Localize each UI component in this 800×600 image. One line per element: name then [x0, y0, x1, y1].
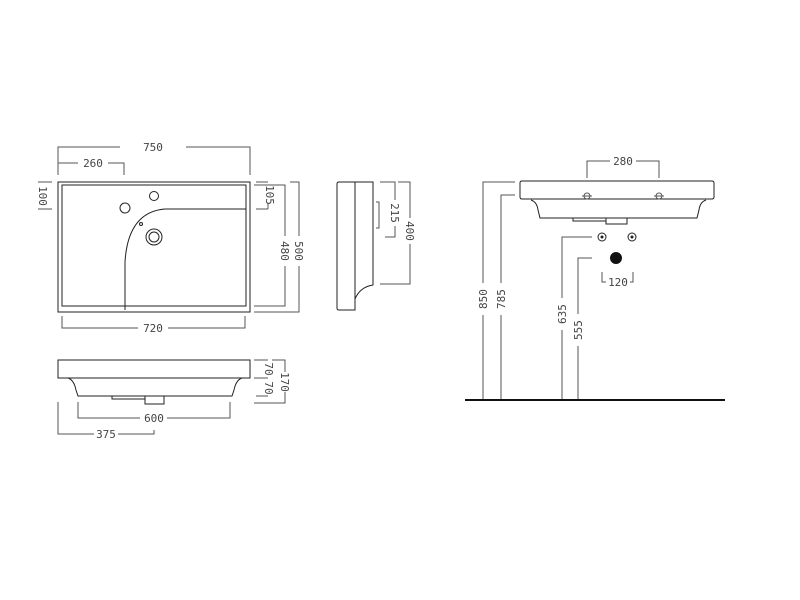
dim-480: 480: [278, 241, 291, 261]
side-profile: [336, 181, 374, 311]
top-view: 750 260 100 105 480 500 720: [36, 141, 305, 335]
front-bowl: [67, 377, 243, 397]
dim-400-line: [380, 181, 411, 285]
tap-marker: [654, 192, 664, 200]
dim-260-line: [58, 162, 125, 175]
dim-105-line: [256, 181, 269, 210]
dim-850-line: [482, 181, 515, 399]
dim-720-line: [61, 316, 246, 329]
front-slab: [57, 359, 251, 379]
side-view: 215 400: [336, 181, 416, 311]
basin-inner-rim: [61, 184, 247, 307]
dim-215: 215: [388, 203, 401, 223]
dim-750-line: [57, 146, 251, 175]
front-view: 70 70 170 600 375: [57, 359, 291, 441]
dim-120: 120: [608, 276, 628, 289]
basin-outline: [57, 181, 251, 313]
waste-outlet: [376, 201, 380, 229]
dim-280-line: [586, 160, 660, 178]
dim-600: 600: [144, 412, 164, 425]
dim-850: 850: [477, 289, 490, 309]
basin-drain-elevation: [572, 218, 628, 225]
dim-720: 720: [143, 322, 163, 335]
dim-70-slab: 70: [262, 362, 275, 375]
dim-750: 750: [143, 141, 163, 154]
dim-215-line: [380, 181, 396, 238]
supply-valve: [597, 232, 607, 242]
bowl-outline: [124, 208, 246, 310]
drain-inner: [148, 231, 160, 243]
dim-480-line: [254, 184, 286, 307]
front-drain: [111, 396, 165, 405]
dim-70-bowl: 70: [262, 381, 275, 394]
dim-260: 260: [83, 157, 103, 170]
dim-375: 375: [96, 428, 116, 441]
dim-635-line: [561, 236, 592, 399]
dim-555: 555: [572, 320, 585, 340]
dim-280: 280: [613, 155, 633, 168]
dim-170: 170: [278, 372, 291, 392]
dim-600-line: [77, 402, 231, 419]
dim-120-line: [601, 272, 634, 283]
dim-555-line: [577, 257, 592, 399]
drain-outer: [145, 228, 163, 246]
dim-105: 105: [263, 185, 276, 205]
dim-500: 500: [292, 241, 305, 261]
tap-hole: [149, 191, 159, 201]
dim-375-line: [57, 402, 155, 435]
dim-70-lines: [254, 359, 268, 397]
installation-view: 280 120 850 785 635 555: [465, 155, 725, 401]
dim-785: 785: [495, 289, 508, 309]
basin-bowl-elevation: [530, 199, 707, 219]
dim-785-line: [500, 194, 515, 399]
dim-500-line: [254, 181, 300, 313]
dim-400: 400: [403, 221, 416, 241]
dim-100-line: [38, 181, 52, 210]
overflow-hole: [139, 222, 143, 226]
tap-hole: [119, 202, 131, 214]
waste-pipe: [610, 252, 622, 264]
dim-100: 100: [36, 186, 49, 206]
tap-marker: [582, 192, 592, 200]
dim-170-line: [254, 359, 286, 404]
dim-635: 635: [556, 304, 569, 324]
basin-elevation: [519, 180, 715, 200]
supply-valve: [627, 232, 637, 242]
